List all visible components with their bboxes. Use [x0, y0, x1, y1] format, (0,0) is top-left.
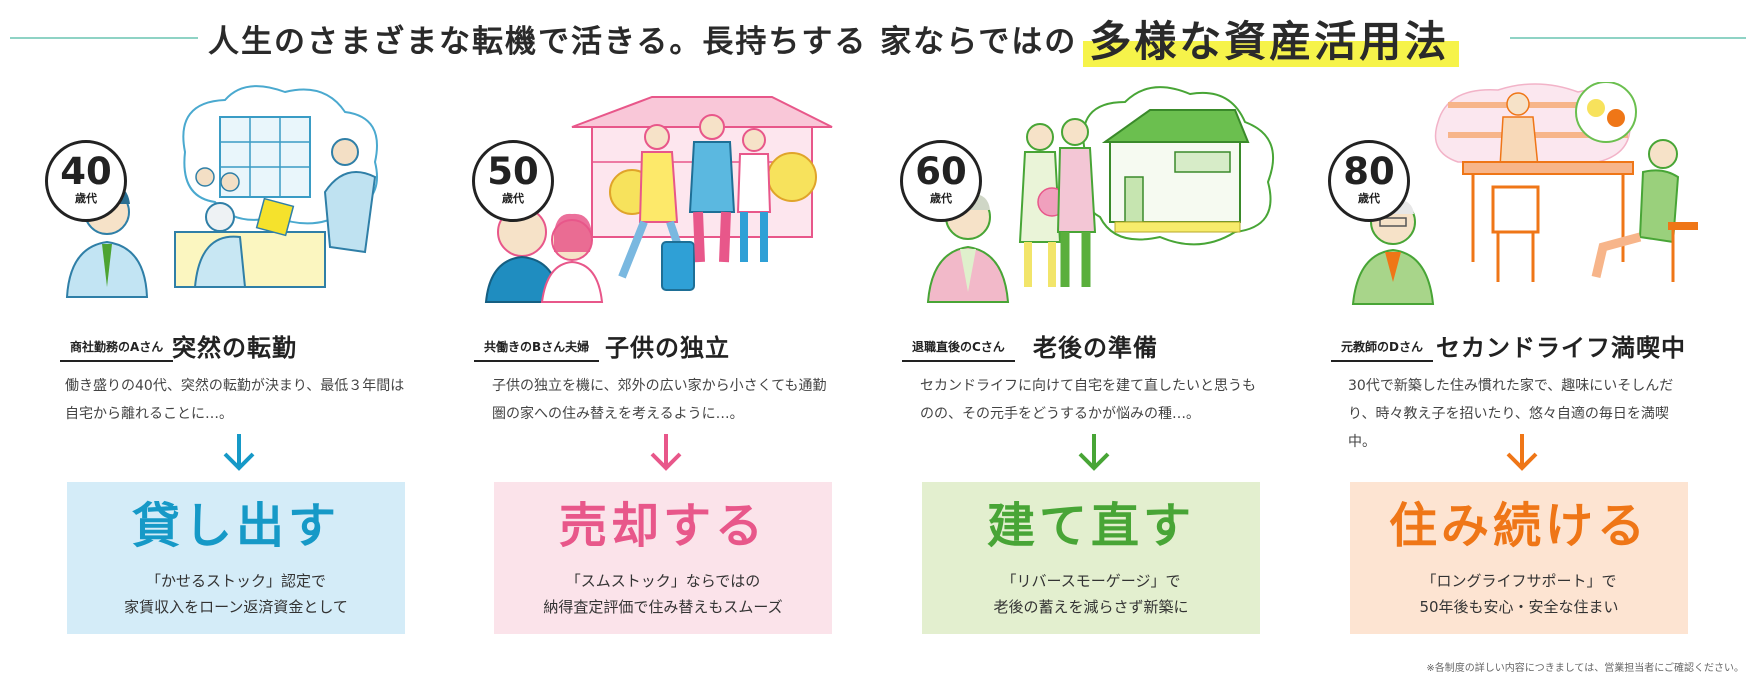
age-number: 80 — [1343, 150, 1395, 193]
solution-line-1: 「ロングライフサポート」で — [1421, 572, 1617, 590]
age-badge: 40 歳代 — [45, 140, 127, 222]
solution-line-1: 「リバースモーゲージ」で — [1001, 572, 1181, 590]
solution-line-2: 納得査定評価で住み替えもスムーズ — [543, 598, 783, 616]
solution-box: 建て直す 「リバースモーゲージ」で 老後の蓄えを減らさず新築に — [922, 482, 1260, 634]
title-main: 人生のさまざまな転機で活きる。長持ちする 家ならではの — [208, 23, 1078, 60]
arrow-down-icon — [1078, 434, 1110, 471]
person-label: 商社勤務のAさん — [60, 334, 174, 362]
solution-line-1: 「スムストック」ならではの — [565, 572, 761, 590]
footnote: ※各制度の詳しい内容につきましては、営業担当者にご確認ください。 — [1426, 663, 1744, 674]
age-unit: 歳代 — [930, 192, 952, 205]
case-description: セカンドライフに向けて自宅を建て直したいと思うものの、その元手をどうするかが悩み… — [920, 378, 1256, 422]
case-heading: セカンドライフ満喫中 — [1436, 334, 1686, 362]
age-number: 60 — [915, 150, 967, 193]
age-badge: 80 歳代 — [1328, 140, 1410, 222]
solution-line-2: 老後の蓄えを減らさず新築に — [993, 598, 1189, 616]
arrow-down-icon — [223, 434, 255, 471]
case-description: 子供の独立を機に、郊外の広い家から小さくても通勤圏の家への住み替えを考えるように… — [492, 378, 827, 422]
case-card-60s: 60 歳代 退職直後のCさん 老後の準備 セカンドライフに向けて自宅を建て直した… — [900, 82, 1300, 642]
age-number: 40 — [60, 150, 112, 193]
case-description: 30代で新築した住み慣れた家で、趣味にいそしんだり、時々教え子を招いたり、悠々自… — [1348, 378, 1674, 450]
solution-line-1: 「かせるストック」認定で — [145, 572, 326, 590]
page-title: 人生のさまざまな転機で活きる。長持ちする 家ならではの 多様な資産活用法 — [208, 8, 1460, 69]
age-unit: 歳代 — [502, 192, 524, 205]
age-unit: 歳代 — [75, 192, 97, 205]
case-heading: 子供の独立 — [605, 334, 730, 362]
age-badge: 60 歳代 — [900, 140, 982, 222]
header-rule-left — [10, 37, 198, 39]
illustration-independence — [484, 96, 833, 303]
case-description: 働き盛りの40代、突然の転勤が決まり、最低３年間は自宅から離れることに…。 — [65, 378, 405, 422]
solution-title: 建て直す — [986, 498, 1195, 554]
age-badge: 50 歳代 — [472, 140, 554, 222]
title-highlight: 多様な資産活用法 — [1083, 8, 1460, 69]
case-card-50s: 50 歳代 共働きのBさん夫婦 子供の独立 子供の独立を機に、郊外の広い家から小… — [472, 82, 872, 642]
age-unit: 歳代 — [1358, 192, 1380, 205]
solution-box: 貸し出す 「かせるストック」認定で 家賃収入をローン返済資金として — [67, 482, 405, 634]
person-label: 共働きのBさん夫婦 — [474, 334, 600, 362]
solution-title: 住み続ける — [1388, 498, 1649, 554]
case-card-40s: 40 歳代 商社勤務のAさん 突然の転勤 働き盛りの40代、突然の転勤が決まり、… — [45, 82, 445, 642]
case-heading: 老後の準備 — [1033, 334, 1158, 362]
arrow-down-icon — [650, 434, 682, 471]
solution-box: 売却する 「スムストック」ならではの 納得査定評価で住み替えもスムーズ — [494, 482, 832, 634]
case-card-80s: 80 歳代 元教師のDさん セカンドライフ満喫中 30代で新築した住み慣れた家で… — [1328, 82, 1728, 642]
solution-title: 貸し出す — [131, 498, 340, 554]
header-rule-right — [1510, 37, 1746, 39]
solution-line-2: 家賃収入をローン返済資金として — [124, 598, 348, 616]
person-label: 元教師のDさん — [1331, 334, 1433, 362]
solution-box: 住み続ける 「ロングライフサポート」で 50年後も安心・安全な住まい — [1350, 482, 1688, 634]
solution-title: 売却する — [558, 498, 767, 554]
age-number: 50 — [487, 150, 539, 193]
arrow-down-icon — [1506, 434, 1538, 471]
page-header: 人生のさまざまな転機で活きる。長持ちする 家ならではの 多様な資産活用法 — [0, 0, 1756, 78]
person-label: 退職直後のCさん — [902, 334, 1015, 362]
case-heading: 突然の転勤 — [172, 334, 297, 362]
solution-line-2: 50年後も安心・安全な住まい — [1419, 598, 1619, 616]
